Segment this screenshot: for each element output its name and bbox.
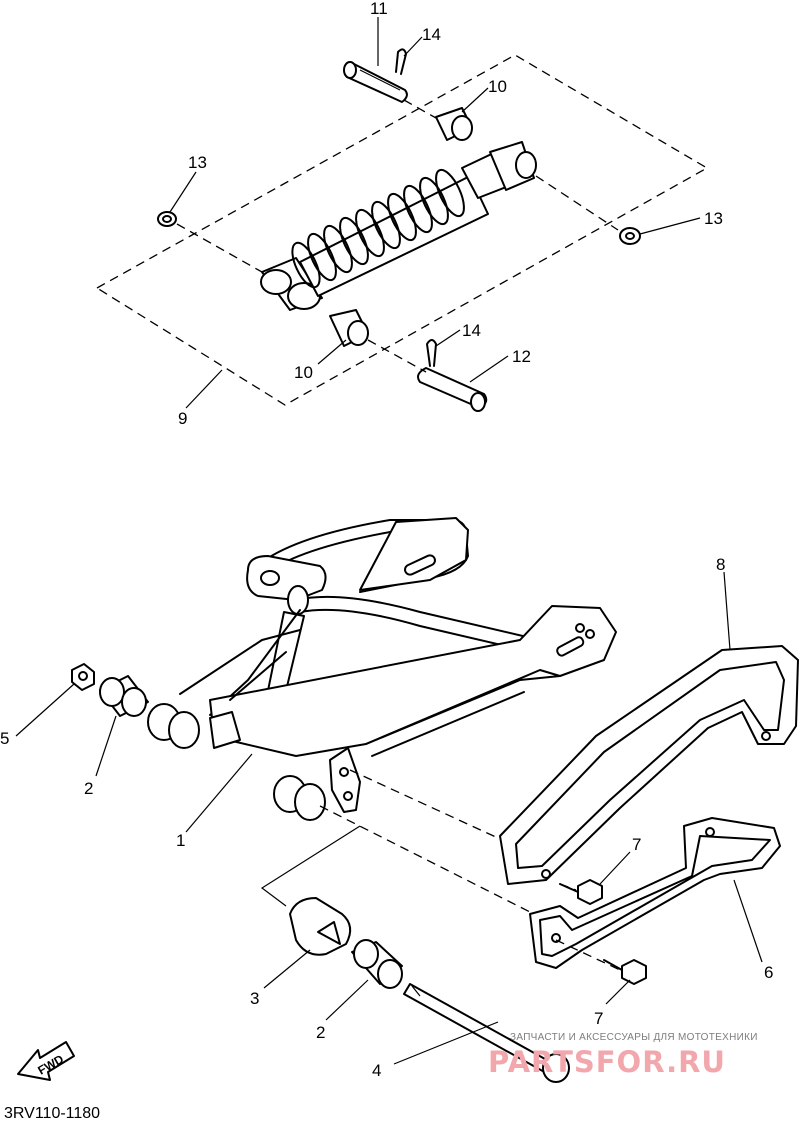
diagram-code: 3RV110-1180 xyxy=(4,1105,100,1122)
swingarm xyxy=(179,517,617,813)
callout-1: 1 xyxy=(176,831,185,850)
shock-absorber xyxy=(260,141,537,311)
bushing-10-top xyxy=(435,107,473,141)
watermark-tagline: ЗАПЧАСТИ И АКСЕССУАРЫ ДЛЯ МОТОТЕХНИКИ xyxy=(510,1032,758,1043)
shock-assembly-dashed-box xyxy=(95,54,709,406)
callout-9: 9 xyxy=(178,409,187,428)
callout-2-lower: 2 xyxy=(316,1023,325,1042)
washer-13-left xyxy=(157,211,177,227)
callout-8: 8 xyxy=(716,555,725,574)
callout-13-right: 13 xyxy=(704,209,723,228)
callout-11: 11 xyxy=(370,0,388,18)
washer-13-right xyxy=(619,227,641,245)
callout-14-bottom: 14 xyxy=(462,321,481,340)
callout-10-top: 10 xyxy=(488,77,507,96)
callout-5: 5 xyxy=(0,729,9,748)
callout-7-upper: 7 xyxy=(632,835,641,854)
pin-11 xyxy=(343,61,408,103)
bushing-2-lower xyxy=(351,939,403,989)
callout-13-left: 13 xyxy=(188,153,207,172)
pin-12 xyxy=(417,367,488,412)
fwd-arrow-icon: FWD xyxy=(17,1041,75,1081)
cotter-pin-14-bottom xyxy=(426,339,437,367)
callout-6: 6 xyxy=(764,963,773,982)
bolt-7-lower xyxy=(603,959,647,985)
cotter-pin-14-top xyxy=(395,48,407,75)
chain-case-8 xyxy=(499,645,799,885)
nut-5 xyxy=(71,663,95,691)
callout-7-lower: 7 xyxy=(594,1009,603,1028)
seal-3 xyxy=(289,897,352,956)
leader-lines xyxy=(15,17,763,1065)
bushing-2-upper xyxy=(99,675,149,717)
callout-4: 4 xyxy=(372,1061,381,1080)
callout-10-bottom: 10 xyxy=(294,363,313,382)
bolt-7-upper xyxy=(559,879,603,905)
chain-guide-6 xyxy=(529,817,781,969)
collar-left xyxy=(147,703,200,749)
callout-3: 3 xyxy=(250,989,259,1008)
callout-14-top: 14 xyxy=(422,25,441,44)
collar-lower xyxy=(273,775,326,821)
callout-2-upper: 2 xyxy=(84,779,93,798)
watermark-brand: PARTSFOR.RU xyxy=(488,1045,726,1079)
bushing-10-bottom xyxy=(329,309,369,347)
callout-12: 12 xyxy=(512,347,531,366)
pivot-shaft-4 xyxy=(403,983,570,1083)
